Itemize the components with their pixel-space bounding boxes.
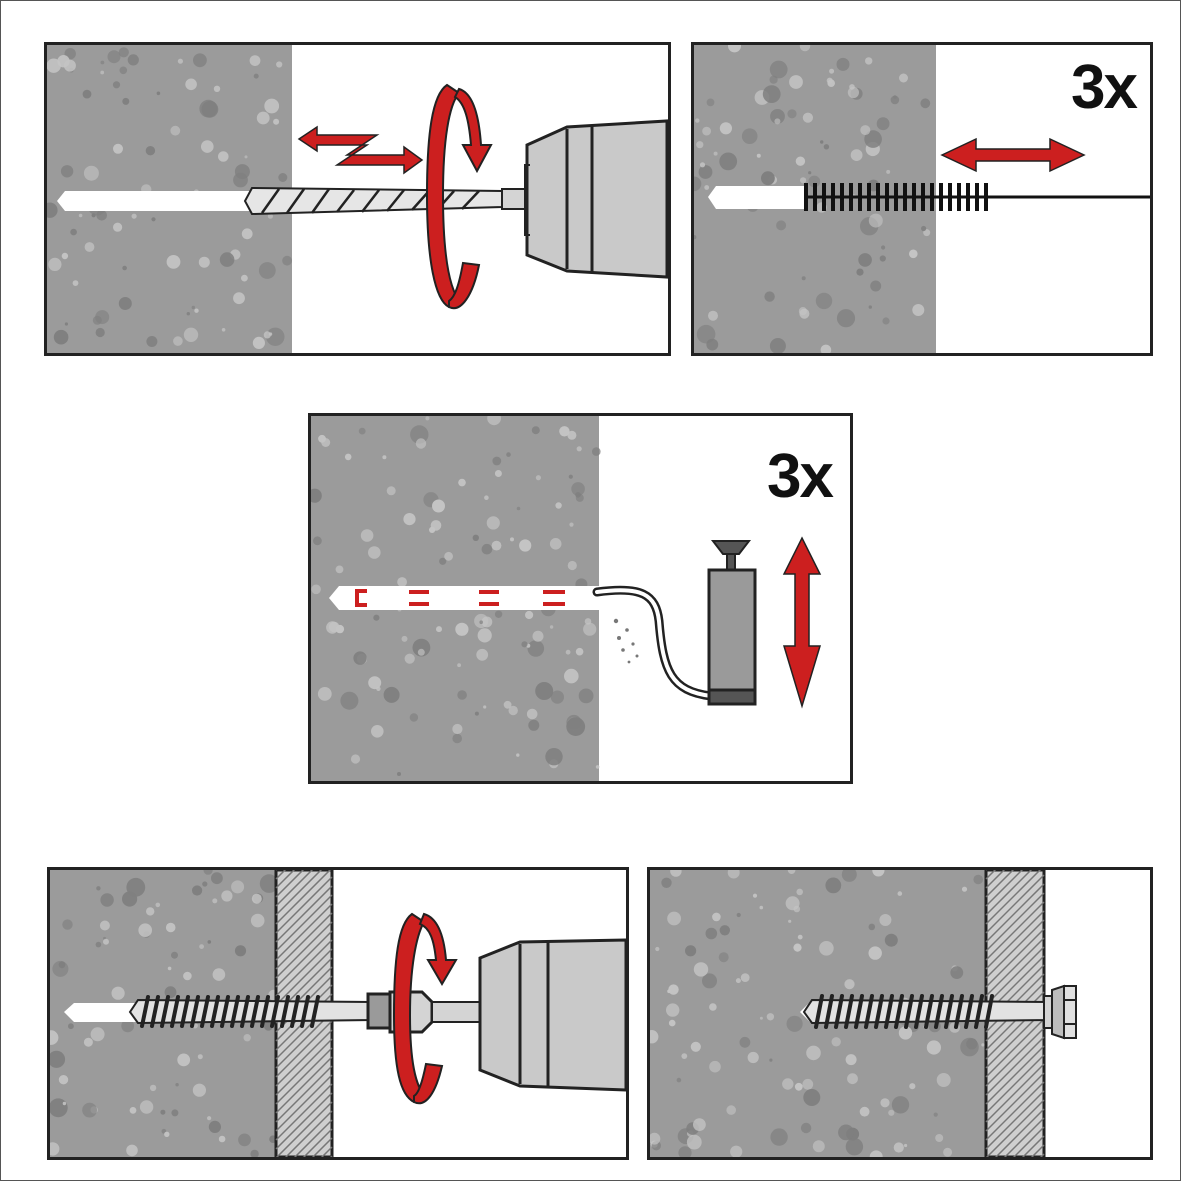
- back-and-forth-arrow: [940, 137, 1086, 173]
- concrete-specks: [311, 416, 601, 776]
- brush-repeat-count: 3x: [1071, 53, 1138, 122]
- hex-bolt-head: [1043, 984, 1077, 1040]
- drill-icon: [47, 45, 668, 353]
- dust-particles: [613, 618, 639, 664]
- rotation-arrow: [392, 912, 458, 1105]
- drill-hole: [708, 186, 806, 209]
- step-installed-panel: [647, 867, 1153, 1160]
- concrete-screw: [802, 994, 1049, 1029]
- rotation-arrow: [425, 83, 493, 310]
- drill-hole: [329, 586, 599, 610]
- drill-chuck: [524, 119, 668, 279]
- concrete-specks: [650, 870, 985, 1157]
- airflow-arrows: [355, 589, 565, 607]
- step-screw-in-panel: [47, 867, 629, 1160]
- blow-repeat-count: 3x: [767, 442, 834, 511]
- screw-socket: [366, 990, 483, 1034]
- step-brush-panel: 3x: [691, 42, 1153, 356]
- concrete-specks: [50, 870, 280, 1157]
- blow-pump: [707, 540, 757, 706]
- drill-bit: [243, 186, 528, 216]
- brush-icon: [694, 45, 1150, 353]
- screwdriver-icon: [50, 870, 626, 1157]
- drill-hole: [57, 191, 257, 211]
- drill-chuck: [478, 938, 626, 1092]
- pump-stroke-arrow: [782, 536, 822, 709]
- concrete-screw: [128, 995, 373, 1028]
- brush-bristles: [804, 183, 988, 211]
- hammer-action-arrow: [297, 125, 424, 175]
- step-drill-panel: [44, 42, 671, 356]
- blow-pump-icon: [311, 416, 822, 781]
- anchor-bolt-icon: [650, 870, 1077, 1157]
- step-blow-panel: 3x: [308, 413, 853, 784]
